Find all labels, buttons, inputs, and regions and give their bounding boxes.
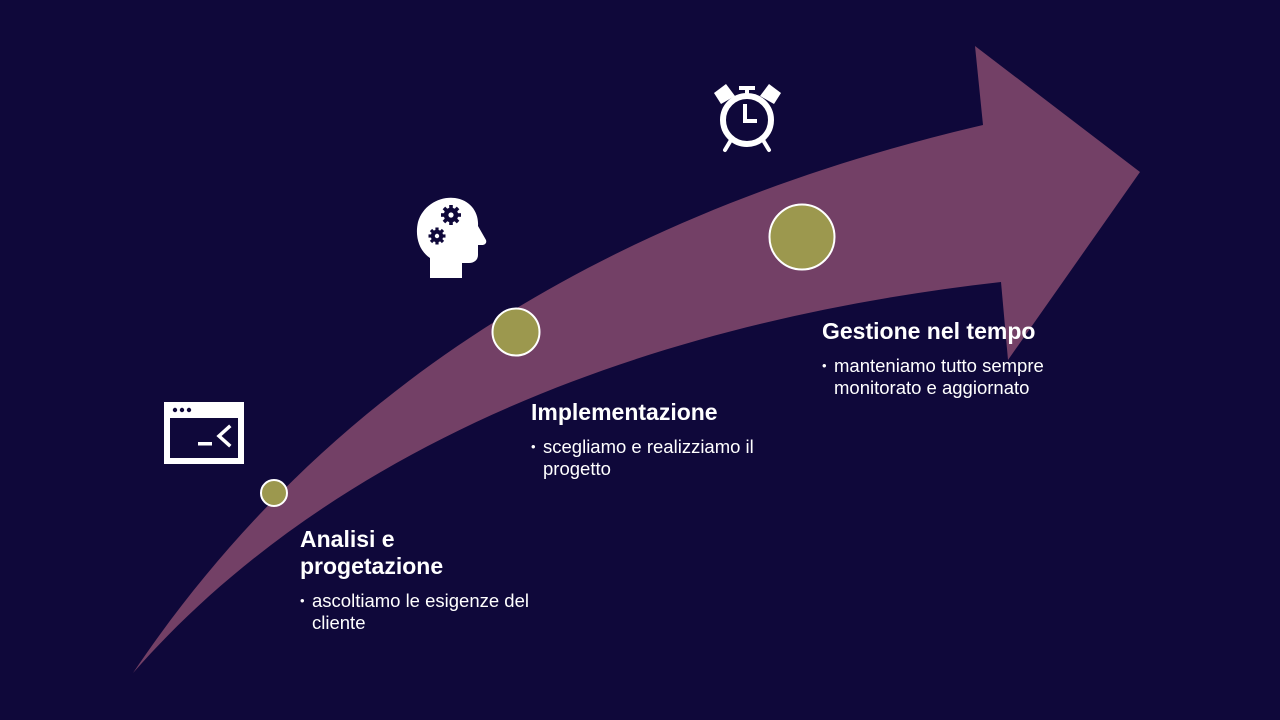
terminal-window-icon xyxy=(164,402,244,464)
step-title: Gestione nel tempo xyxy=(822,318,1036,344)
step-bullet-text: scegliamo e realizziamo il progetto xyxy=(543,436,754,479)
step-marker-2 xyxy=(491,307,541,357)
growth-arrow xyxy=(133,46,1140,673)
bullet-dot: • xyxy=(300,593,305,608)
step-bullet-text: manteniamo tutto sempre monitorato e agg… xyxy=(834,355,1044,398)
step-bullet-text: ascoltiamo le esigenze del cliente xyxy=(312,590,529,633)
step-bullet: • manteniamo tutto sempre monitorato e a… xyxy=(822,355,1062,399)
step-bullet: • scegliamo e realizziamo il progetto xyxy=(531,436,791,480)
step-bullet: • ascoltiamo le esigenze del cliente xyxy=(300,590,540,634)
step-analisi: Analisi e progetazione • ascoltiamo le e… xyxy=(300,526,540,634)
alarm-clock-icon xyxy=(714,84,781,152)
step-marker-3 xyxy=(768,203,836,271)
bullet-dot: • xyxy=(822,358,827,373)
step-title: Implementazione xyxy=(531,399,718,425)
step-gestione: Gestione nel tempo • manteniamo tutto se… xyxy=(822,318,1062,399)
bullet-dot: • xyxy=(531,439,536,454)
head-gears-icon xyxy=(416,197,487,278)
step-title: Analisi e progetazione xyxy=(300,526,444,579)
step-implementazione: Implementazione • scegliamo e realizziam… xyxy=(531,399,791,480)
step-marker-1 xyxy=(260,479,288,507)
